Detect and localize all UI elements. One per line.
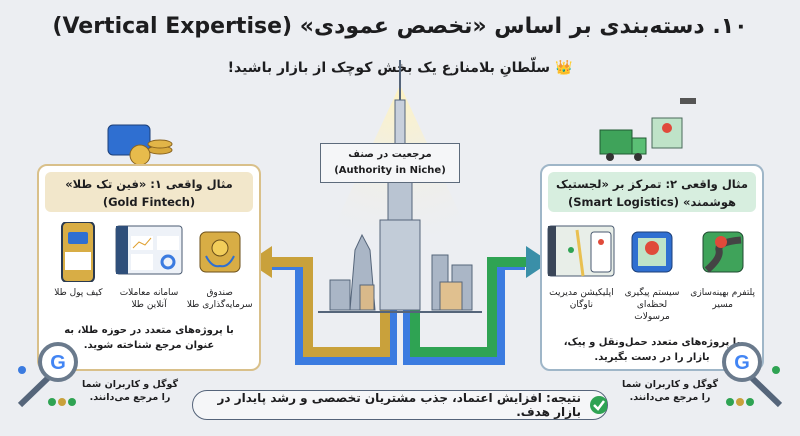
- item-fleet-app: اپلیکیشن مدیریت ناوگان: [547, 222, 615, 323]
- hands-coin-icon: [199, 231, 241, 273]
- card-title-line2: هوشمند» (Smart Logistics): [567, 195, 737, 209]
- card-title-line2: (Gold Fintech): [102, 195, 196, 209]
- fleet-app-icon: [547, 225, 615, 277]
- item-gold-fund: صندوق سرمایه‌گذاری طلا: [186, 222, 254, 311]
- wallet-coins-icon: [107, 124, 173, 166]
- skyline: [329, 60, 473, 311]
- authority-banner: مرجعیت در صنف (Authority in Niche): [320, 143, 460, 183]
- item-route-optimization: پلتفرم بهینه‌سازی مسیر: [689, 222, 757, 323]
- card-footer: با پروژه‌های متعدد در حوزه طلا، به عنوان…: [64, 325, 234, 351]
- item-label: صندوق سرمایه‌گذاری طلا: [186, 288, 253, 310]
- gold-arrow: [265, 257, 390, 357]
- page-title: ۱۰. دسته‌بندی بر اساس «تخصص عمودی» (Vert…: [52, 14, 748, 39]
- mobile-wallet-icon: [61, 222, 96, 282]
- green-arrow: [410, 257, 530, 357]
- road-pin-icon: [702, 231, 744, 273]
- item-gold-trading: سامانه معاملات آنلاین طلا: [115, 222, 183, 311]
- card-title: مثال واقعی ۱: «فین تک طلا» (Gold Fintech…: [45, 172, 253, 212]
- crown-icon: 👑: [554, 60, 573, 76]
- card-title-line1: مثال واقعی ۱: «فین تک طلا»: [65, 177, 233, 191]
- card-footer: با پروژه‌های متعدد حمل‌ونقل و پیک، بازار…: [563, 337, 741, 363]
- banner-label-fa: مرجعیت در صنف: [348, 149, 432, 160]
- dashboard-icon: [115, 225, 183, 275]
- green-arrowhead: [526, 246, 550, 278]
- smart-logistics-card: مثال واقعی ۲: تمرکز بر «لجستیک هوشمند» (…: [540, 164, 764, 371]
- subtitle-text: سلّطانِ بلامنازع یک بخش کوچک از بازار با…: [227, 60, 551, 76]
- item-label: پلتفرم بهینه‌سازی مسیر: [690, 288, 756, 310]
- map-pin-icon: [631, 231, 673, 273]
- svg-text:G: G: [734, 352, 750, 374]
- card-title-line1: مثال واقعی ۲: تمرکز بر «لجستیک: [556, 177, 748, 191]
- result-text: نتیجه: افزایش اعتماد، جذب مشتریان تخصصی …: [217, 391, 582, 419]
- svg-text:G: G: [50, 352, 66, 374]
- google-magnifier-left-icon: G: [17, 342, 78, 408]
- google-note-left: گوگل و کاربران شما را مرجع می‌دانند.: [82, 379, 178, 403]
- card-title: مثال واقعی ۲: تمرکز بر «لجستیک هوشمند» (…: [548, 172, 756, 212]
- result-bar: نتیجه: افزایش اعتماد، جذب مشتریان تخصصی …: [192, 390, 608, 420]
- check-circle-icon: [590, 396, 607, 414]
- gold-fintech-card: مثال واقعی ۱: «فین تک طلا» (Gold Fintech…: [37, 164, 261, 371]
- item-label: کیف پول طلا: [54, 288, 103, 298]
- item-label: اپلیکیشن مدیریت ناوگان: [549, 288, 614, 310]
- item-shipment-tracking: سیستم پیگیری لحظه‌ای مرسولات: [618, 222, 686, 323]
- item-gold-wallet: کیف پول طلا: [44, 222, 112, 311]
- item-label: سامانه معاملات آنلاین طلا: [119, 288, 179, 310]
- google-note-right: گوگل و کاربران شما را مرجع می‌دانند.: [622, 379, 718, 403]
- subtitle: 👑 سلّطانِ بلامنازع یک بخش کوچک از بازار …: [0, 60, 800, 76]
- google-magnifier-right-icon: G: [722, 342, 783, 408]
- item-label: سیستم پیگیری لحظه‌ای مرسولات: [624, 288, 680, 322]
- banner-label-en: (Authority in Niche): [334, 165, 446, 176]
- truck-drone-map-icon: [599, 98, 696, 161]
